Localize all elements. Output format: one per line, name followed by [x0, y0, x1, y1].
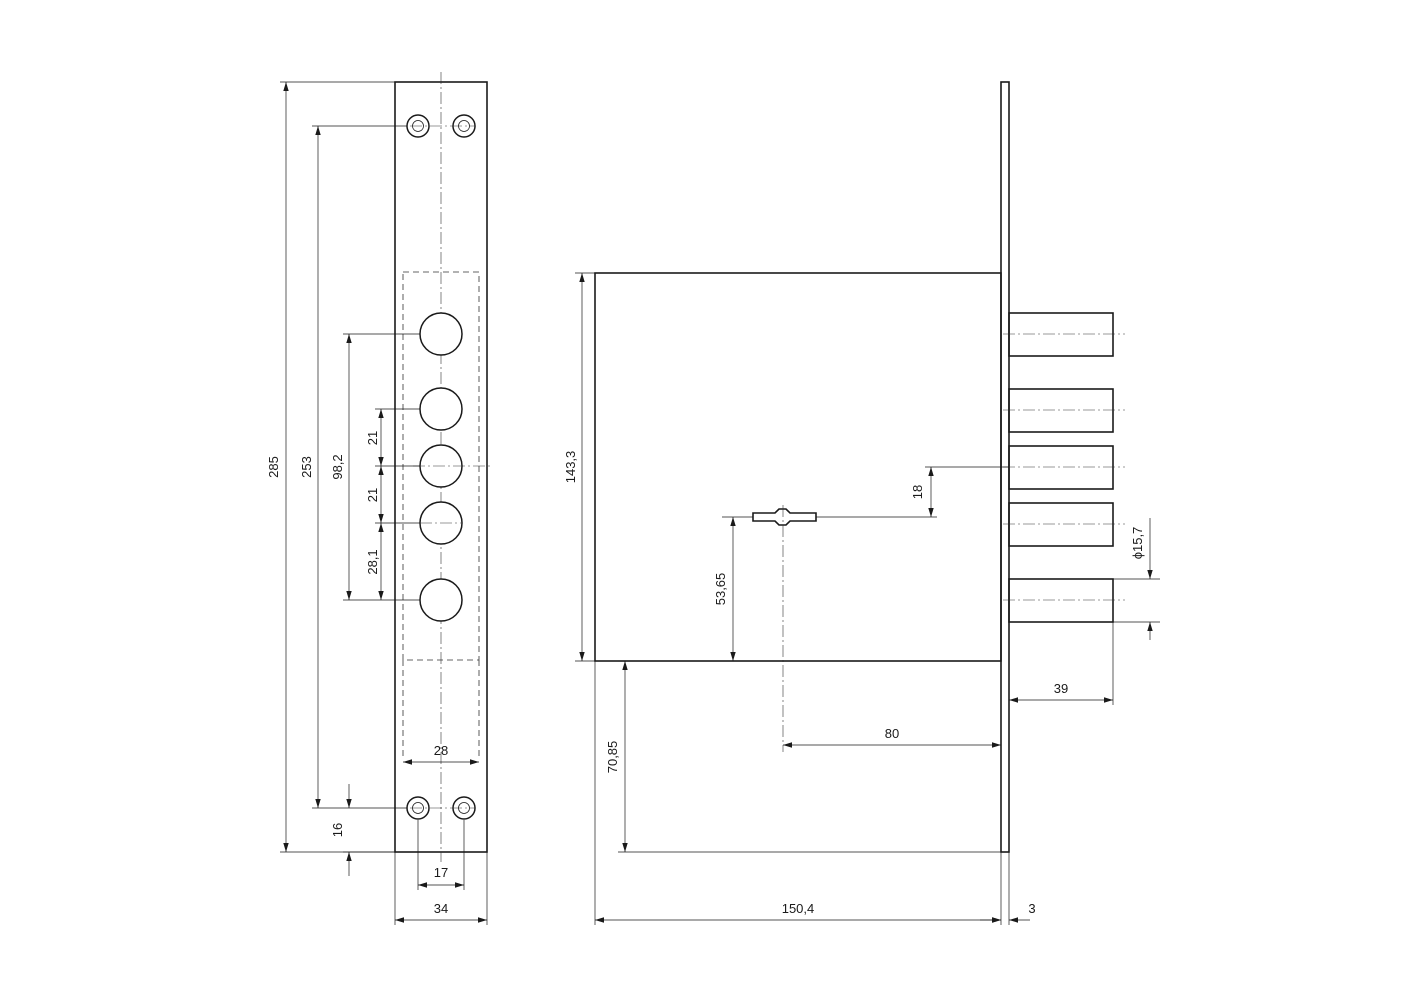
fixing-hole-top-right — [452, 114, 476, 138]
label-34: 34 — [434, 901, 448, 916]
label-80: 80 — [885, 726, 899, 741]
label-3: 3 — [1028, 901, 1035, 916]
front-view: 285 253 98,2 21 21 28,1 16 28 17 34 — [266, 72, 490, 925]
label-21-lower: 21 — [365, 488, 380, 502]
bolt-hole-1 — [419, 312, 463, 356]
label-39: 39 — [1054, 681, 1068, 696]
label-285: 285 — [266, 456, 281, 478]
keyhole — [752, 508, 817, 526]
label-143-3: 143,3 — [563, 451, 578, 484]
label-253: 253 — [299, 456, 314, 478]
label-16: 16 — [330, 823, 345, 837]
label-28: 28 — [434, 743, 448, 758]
label-70-85: 70,85 — [605, 741, 620, 774]
label-15-7: ϕ15,7 — [1130, 527, 1145, 560]
label-150-4: 150,4 — [782, 901, 815, 916]
label-28-1: 28,1 — [365, 549, 380, 574]
bolt-4 — [1008, 502, 1114, 547]
label-53-65: 53,65 — [713, 573, 728, 606]
side-view: 143,3 53,65 70,85 18 80 150,4 3 39 ϕ15,7 — [563, 81, 1160, 925]
bolt-5 — [1008, 578, 1114, 623]
label-18: 18 — [910, 485, 925, 499]
bolt-hole-5 — [419, 578, 463, 622]
bolt-1 — [1008, 312, 1114, 357]
bolt-3 — [1008, 445, 1114, 490]
label-21-upper: 21 — [365, 431, 380, 445]
label-98-2: 98,2 — [330, 454, 345, 479]
label-17: 17 — [434, 865, 448, 880]
bolt-2 — [1008, 388, 1114, 433]
bolt-hole-2 — [419, 387, 463, 431]
